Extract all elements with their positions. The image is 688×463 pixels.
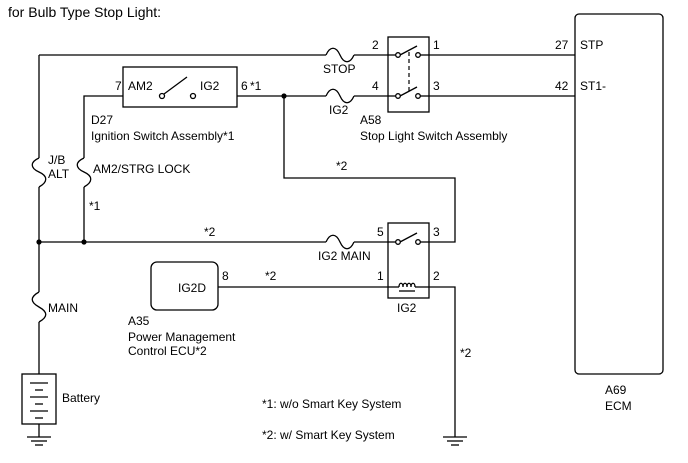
fuse-am2-strg: AM2/STRG LOCK [76,157,190,188]
ignition-am2-label: AM2 [128,79,153,93]
pm-ecu-pin: 8 [222,269,229,283]
fuse-jb-alt-label-2: ALT [48,167,70,181]
pm-ecu-code: A35 [128,314,150,328]
pm-ecu-name-2: Control ECU*2 [128,344,207,358]
ignition-pin-ig2: 6 [241,79,248,93]
note-star2-bus: *2 [204,225,216,239]
fuse-main: MAIN [31,291,78,323]
fuse-ig2-main: IG2 MAIN [318,234,371,263]
sls-pin-3: 3 [433,79,440,93]
legend-note-2: *2: w/ Smart Key System [262,428,395,442]
wires [36,54,575,437]
sls-pin-4: 4 [372,79,379,93]
fuse-main-label: MAIN [48,301,78,315]
ecm-pin-stp: 27 [555,38,569,52]
ecm-name: ECM [605,399,632,413]
battery: Battery [21,373,100,425]
relay-pin-5: 5 [377,225,384,239]
sls-pin-1: 1 [433,38,440,52]
ignition-switch-code: D27 [91,113,113,127]
note-star1-ig: *1 [250,79,262,93]
ignition-switch: AM2 IG2 7 6 D27 Ignition Switch Assembly… [91,66,248,143]
sls-code: A58 [360,113,382,127]
sls-name: Stop Light Switch Assembly [360,129,507,143]
ignition-ig2-label: IG2 [200,79,220,93]
battery-label: Battery [62,391,100,405]
fuse-jb-alt-label-1: J/B [48,153,65,167]
fuse-stop-label: STOP [323,62,355,76]
note-star2-tap: *2 [336,159,348,173]
note-star1-left: *1 [89,199,101,213]
ecm-code: A69 [605,383,627,397]
pm-ecu-name-1: Power Management [128,330,236,344]
pm-ecu-term: IG2D [178,281,206,295]
ecm-pin-st1: 42 [555,79,569,93]
sls-pin-2: 2 [372,38,379,52]
fuse-ig2: IG2 [325,88,355,117]
relay-pin-2: 2 [433,269,440,283]
stop-light-switch: 2 1 4 3 A58 Stop Light Switch Assembly [360,36,507,143]
pm-ecu: IG2D 8 A35 Power Management Control ECU*… [128,261,236,358]
ground-relay-icon [443,436,467,446]
ecm-stp-label: STP [580,38,603,52]
note-star2-gnd: *2 [460,346,472,360]
relay-label: IG2 [397,301,417,315]
fuse-stop: STOP [323,47,355,76]
ecm-st1-label: ST1- [580,79,606,93]
relay-pin-3: 3 [433,225,440,239]
relay-pin-1: 1 [377,269,384,283]
fuse-jb-alt: J/B ALT [31,153,70,188]
ignition-pin-am2: 7 [115,79,122,93]
fuse-ig2-label: IG2 [329,103,349,117]
ig2-relay: 5 3 1 2 IG2 [377,222,440,315]
fuse-am2-strg-label: AM2/STRG LOCK [93,162,190,176]
ignition-switch-name: Ignition Switch Assembly*1 [91,129,235,143]
ground-battery-icon [27,424,51,446]
diagram-title: for Bulb Type Stop Light: [8,4,161,20]
ecm: STP ST1- 27 42 A69 ECM [555,13,664,413]
legend-note-1: *1: w/o Smart Key System [262,397,401,411]
note-star2-pm: *2 [265,269,277,283]
fuse-ig2-main-label: IG2 MAIN [318,249,371,263]
